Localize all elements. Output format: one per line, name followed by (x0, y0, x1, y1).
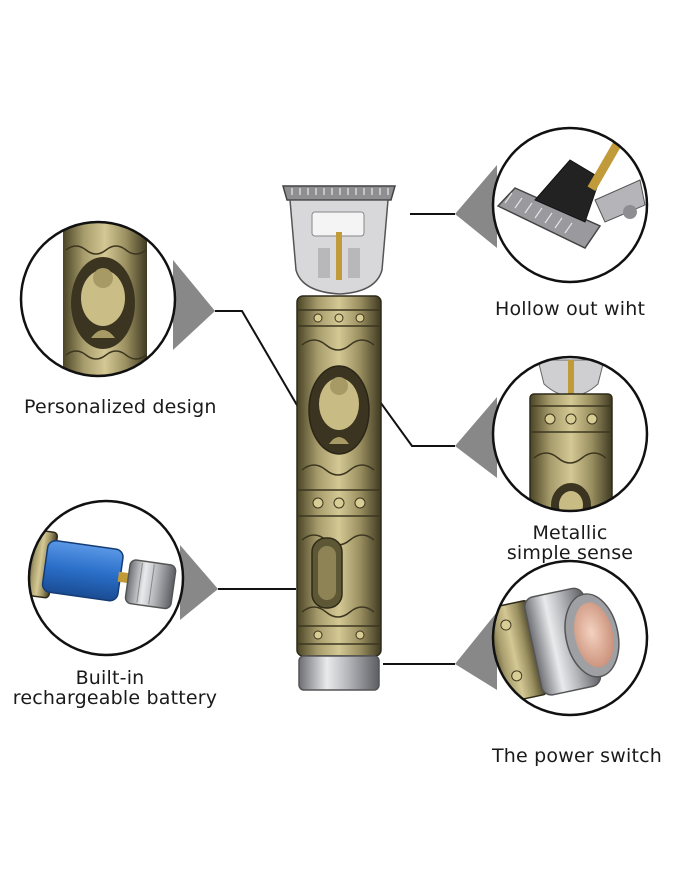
callout-pointers (173, 165, 497, 690)
label-hollow: Hollow out wiht (495, 298, 646, 320)
label-battery-line1: Built-in (75, 667, 145, 689)
label-battery-line2: rechargeable battery (12, 687, 218, 709)
label-power: The power switch (492, 745, 662, 767)
label-metallic-line1: Metallic (532, 522, 608, 544)
detail-circle-battery (27, 499, 185, 657)
detail-circle-personalized (19, 220, 177, 378)
label-metallic-line2: simple sense (506, 542, 634, 564)
blade (282, 185, 396, 201)
connector-metallic (377, 398, 455, 447)
connector-personalized (215, 310, 302, 413)
detail-circle-metallic (491, 355, 649, 513)
label-personalized: Personalized design (24, 396, 217, 418)
detail-circle-hollow (491, 126, 649, 284)
detail-circle-power (491, 559, 649, 717)
connector-lines (215, 213, 455, 665)
chrome-cap (298, 655, 380, 691)
trimmer-device (282, 185, 396, 691)
